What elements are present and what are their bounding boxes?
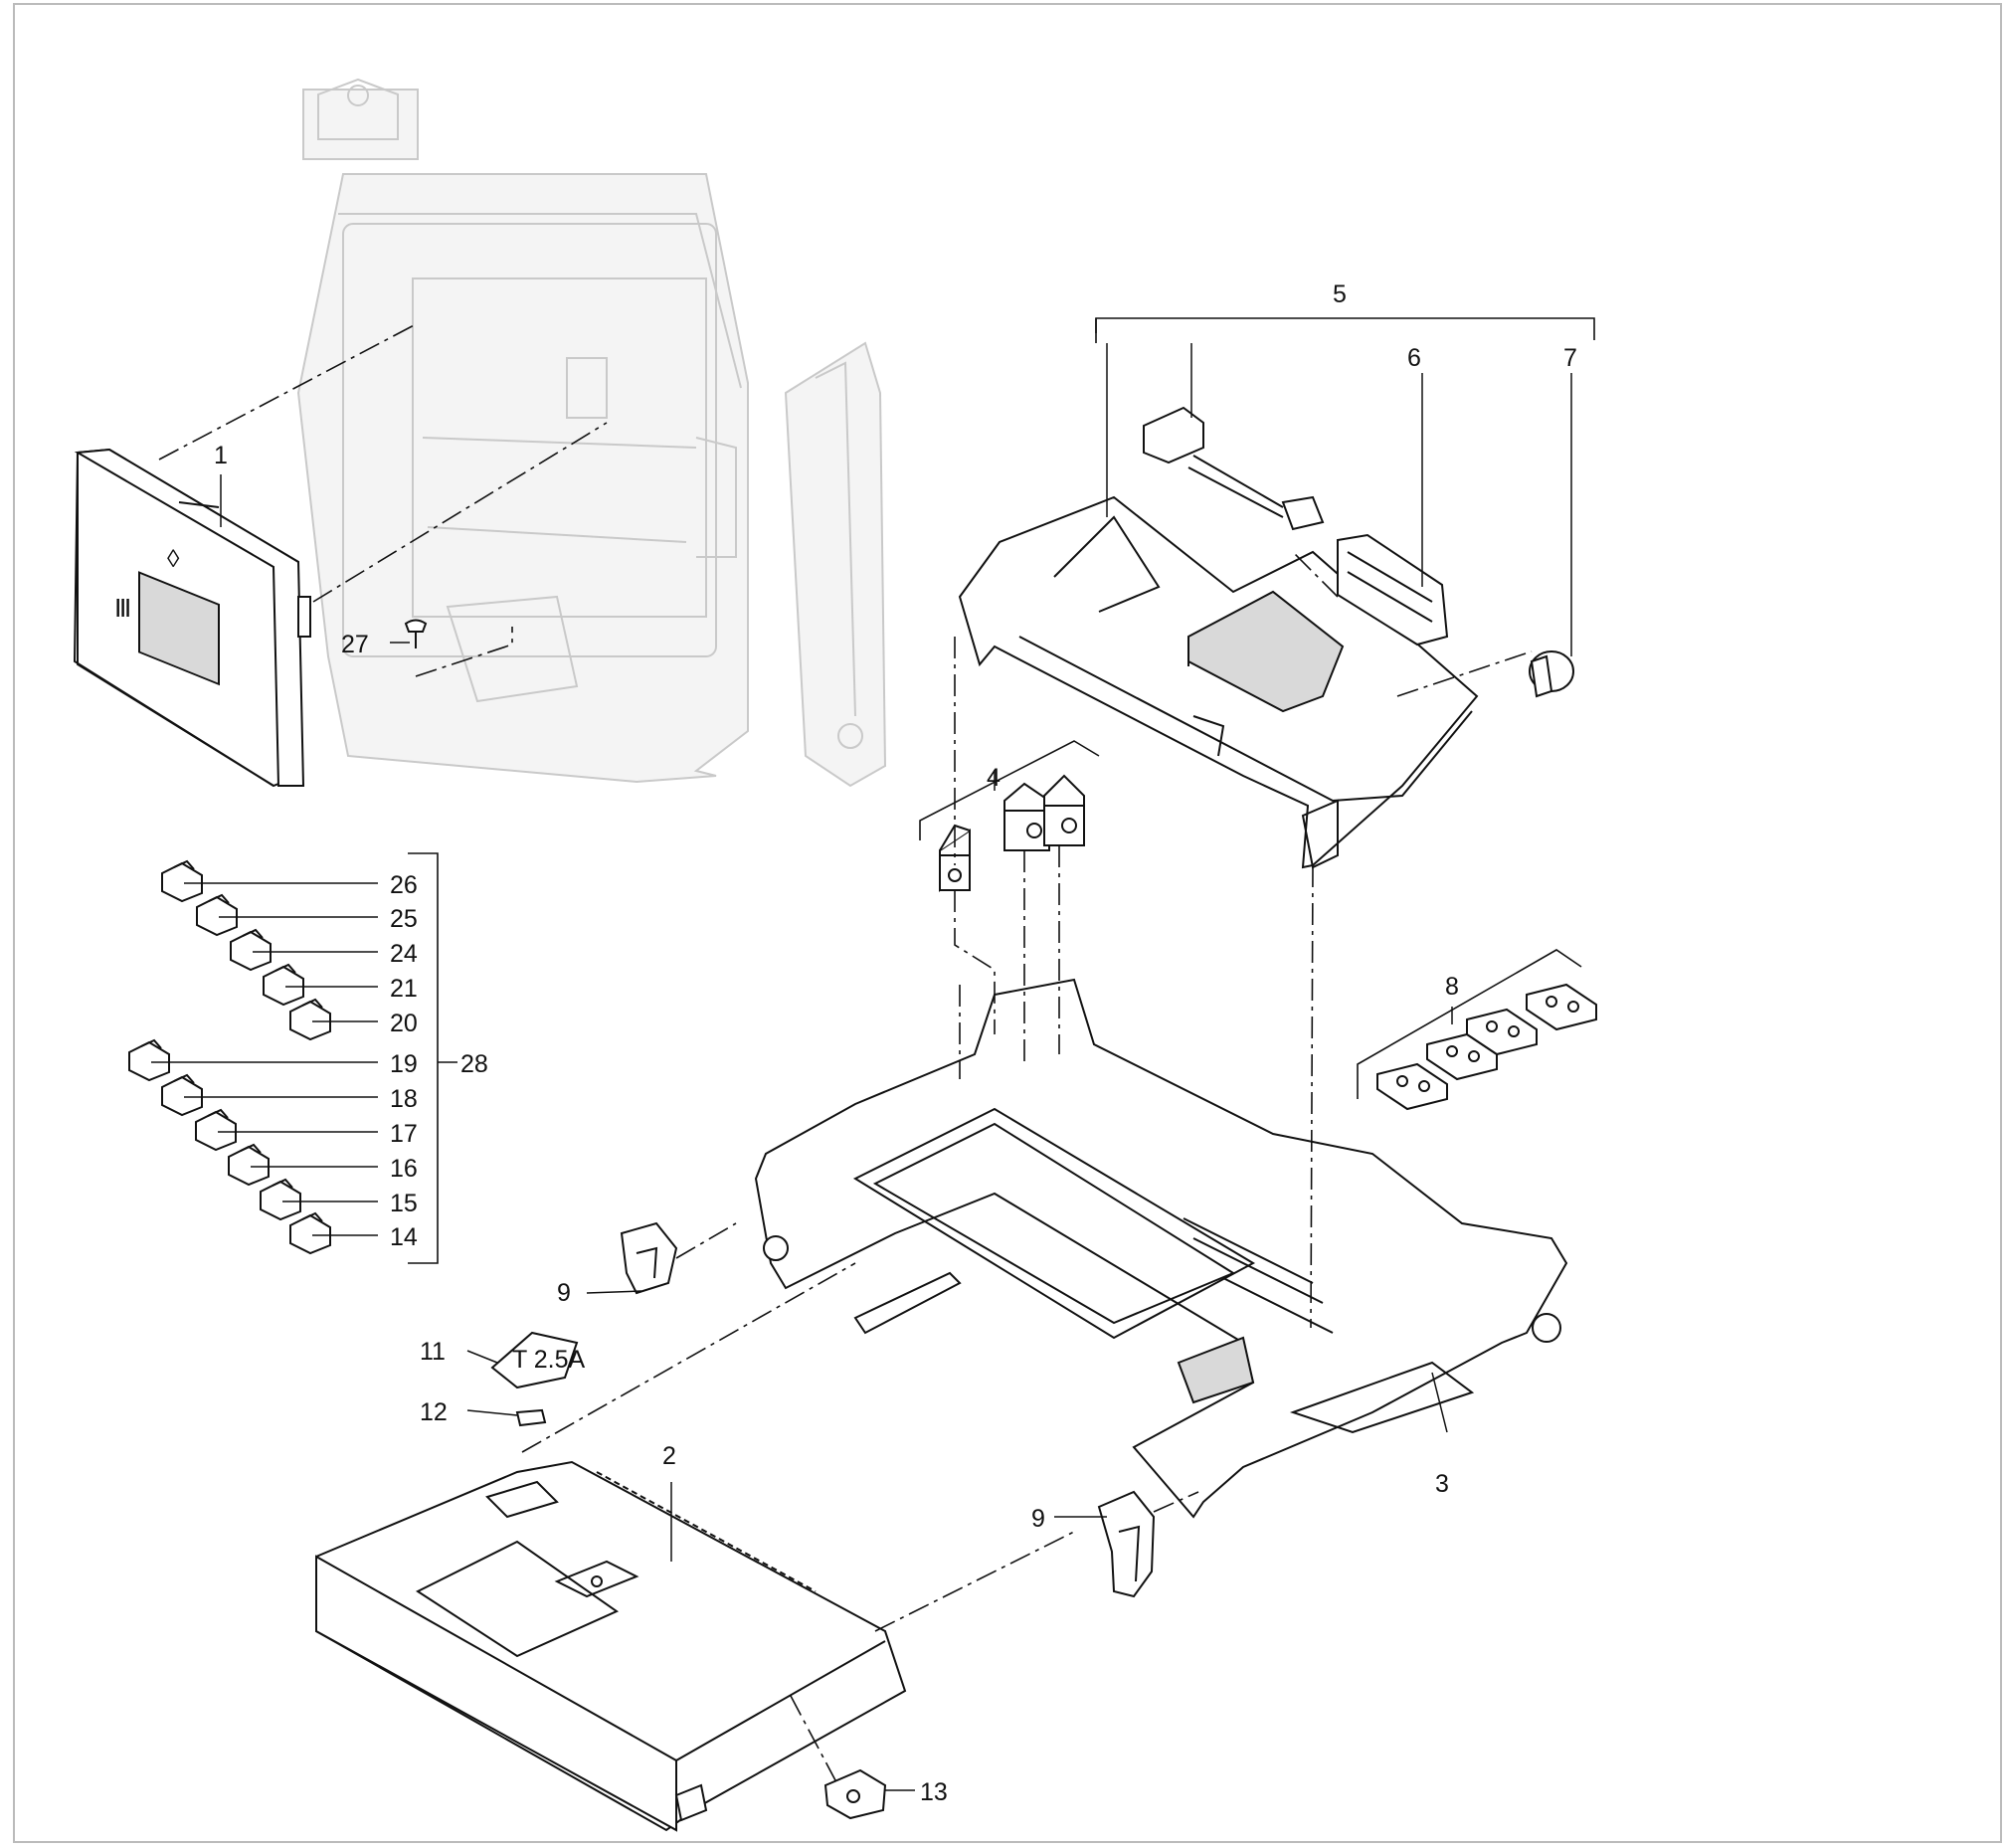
- callout-8: 8: [1445, 973, 1459, 1001]
- terminal-block-18: [161, 1073, 203, 1117]
- callout-labels: 1 2 3 4 5 6 7 8 9 9 11 12 13 14 15 16 17…: [214, 280, 1577, 1806]
- terminal-block-21: [263, 963, 304, 1007]
- callout-12: 12: [420, 1398, 448, 1426]
- callout-9-right: 9: [1031, 1505, 1045, 1533]
- callout-4: 4: [987, 764, 1001, 792]
- part-2-electronics-box: [315, 1460, 907, 1832]
- callout-11: 11: [420, 1338, 446, 1366]
- callout-7: 7: [1563, 344, 1577, 372]
- terminal-block-15: [260, 1178, 301, 1221]
- gland-a: [939, 824, 971, 892]
- gland-c: [1043, 774, 1085, 846]
- terminal-block-16: [228, 1143, 270, 1187]
- part-9-clip-left: [620, 1221, 678, 1295]
- terminal-block-19: [128, 1038, 170, 1082]
- callout-3: 3: [1435, 1470, 1449, 1498]
- grommet-1: [1376, 1062, 1448, 1111]
- terminal-block-25: [196, 893, 238, 937]
- leader-lines: [151, 317, 1595, 1791]
- callout-17: 17: [390, 1120, 418, 1148]
- callout-13: 13: [920, 1778, 948, 1806]
- callout-6: 6: [1407, 344, 1421, 372]
- part-6-connector-strip: [1337, 533, 1449, 647]
- svg-text:◊: ◊: [167, 545, 180, 573]
- gland-b: [1003, 782, 1050, 851]
- terminal-block-14: [289, 1211, 331, 1255]
- callout-15: 15: [390, 1190, 418, 1217]
- grommet-3: [1466, 1008, 1538, 1056]
- callout-27: 27: [341, 631, 369, 658]
- part-7-knob: [1529, 650, 1574, 698]
- part-13-connector: [823, 1768, 887, 1820]
- callout-2: 2: [662, 1442, 676, 1470]
- part-5-cable-harness: [1143, 406, 1325, 531]
- terminal-block-26: [161, 859, 203, 903]
- part-4-cable-glands: [939, 774, 1085, 892]
- part-12-fuse: [515, 1408, 547, 1427]
- terminal-block-17: [195, 1108, 237, 1152]
- part-1-control-panel: Ⅲ ◊: [73, 448, 311, 788]
- part-8-grommets: [1376, 983, 1597, 1111]
- part-3-base-tray: [754, 978, 1568, 1519]
- part-27-screw: [404, 619, 428, 648]
- terminal-block-20: [289, 998, 331, 1041]
- terminal-block-24: [230, 928, 272, 972]
- callout-9-left: 9: [557, 1279, 571, 1307]
- callout-28: 28: [460, 1050, 488, 1078]
- page-border: [13, 3, 2002, 1843]
- ghost-boiler-housing: [296, 78, 887, 788]
- part-11-fuse-holder-card: T 2.5A: [490, 1331, 586, 1389]
- callout-21: 21: [390, 975, 418, 1003]
- part-9-clip-right: [1097, 1490, 1156, 1598]
- callout-24: 24: [390, 940, 418, 968]
- callout-19: 19: [390, 1050, 418, 1078]
- assembly-dash-lines: [158, 322, 1533, 1781]
- callout-1: 1: [214, 442, 228, 469]
- callout-25: 25: [390, 905, 418, 933]
- callout-20: 20: [390, 1010, 418, 1037]
- callout-14: 14: [390, 1223, 418, 1251]
- svg-text:Ⅲ: Ⅲ: [114, 595, 131, 623]
- terminal-blocks-group: [128, 859, 331, 1255]
- callout-26: 26: [390, 871, 418, 899]
- svg-text:T 2.5A: T 2.5A: [512, 1346, 586, 1374]
- grommet-4: [1526, 983, 1597, 1031]
- callout-16: 16: [390, 1155, 418, 1183]
- callout-5: 5: [1333, 280, 1347, 308]
- callout-18: 18: [390, 1085, 418, 1113]
